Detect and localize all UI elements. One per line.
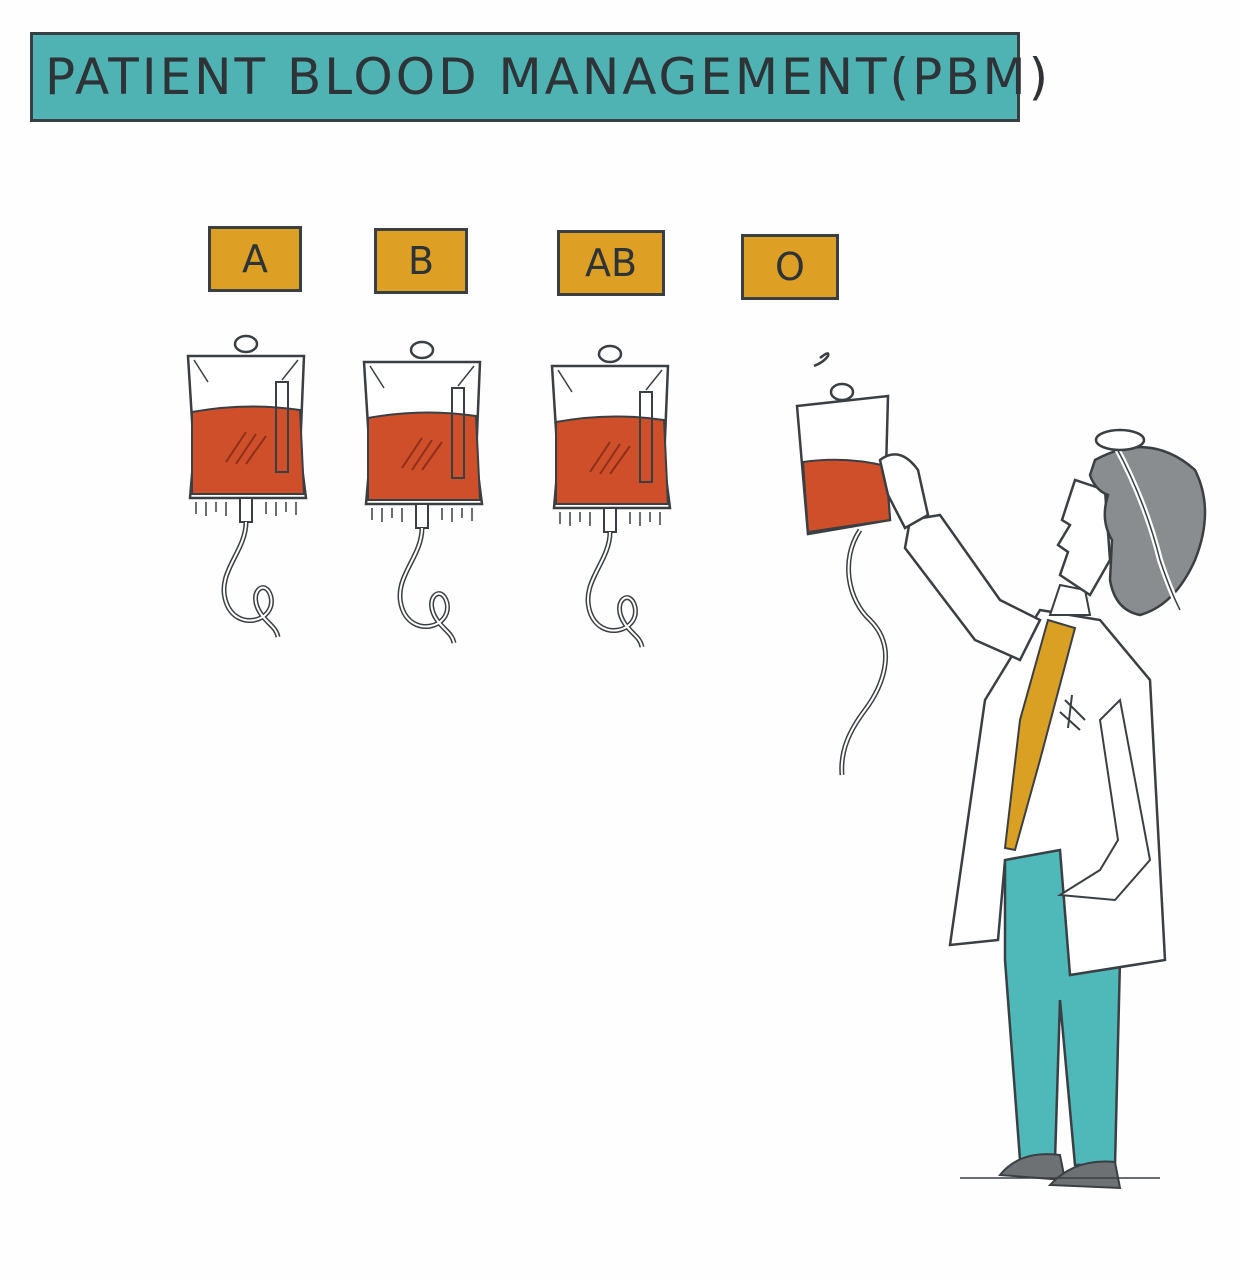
blood-type-label-o: O [741, 234, 839, 300]
blood-bag-ab [552, 346, 670, 647]
blood-type-label-ab: AB [557, 230, 665, 296]
blood-type-label-a: A [208, 226, 302, 292]
blood-bag-b [364, 342, 482, 643]
title-banner: PATIENT BLOOD MANAGEMENT(PBM) [30, 32, 1048, 122]
page-title: PATIENT BLOOD MANAGEMENT(PBM) [45, 48, 1052, 106]
doctor-figure [878, 428, 1207, 1190]
blood-bag-o [795, 352, 892, 776]
blood-type-label-b: B [374, 228, 468, 294]
blood-bag-a [188, 336, 306, 637]
